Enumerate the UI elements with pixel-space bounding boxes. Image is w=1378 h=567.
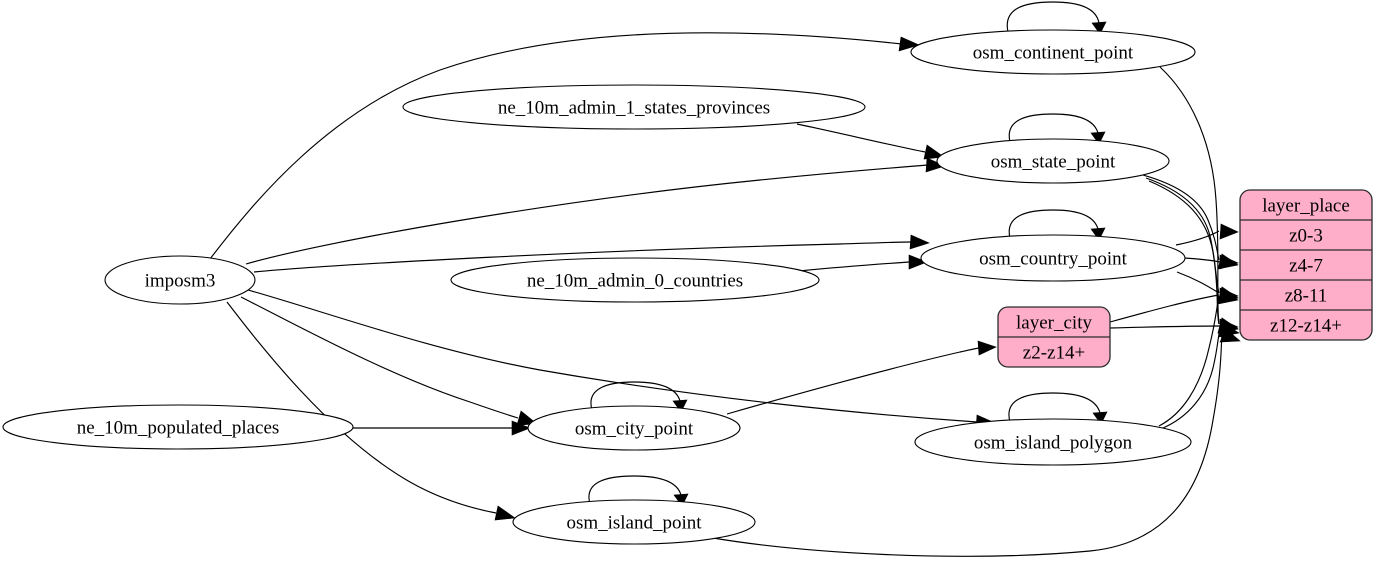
edge-ne_populated-to-osm_city_point	[353, 420, 531, 436]
node-osm_state_point[interactable]: osm_state_point	[936, 138, 1170, 184]
record-node-layer_place[interactable]: layer_place z0-3 z4-7 z8-11 z12-z14+	[1239, 189, 1373, 341]
node-ne_10m_admin_0_countries[interactable]: ne_10m_admin_0_countries	[450, 257, 820, 303]
node-osm_island_point[interactable]: osm_island_point	[512, 499, 756, 545]
node-ne_10m_admin_1_states_provinces[interactable]: ne_10m_admin_1_states_provinces	[402, 84, 866, 130]
record-node-layer_city[interactable]: layer_city z2-z14+	[997, 306, 1111, 368]
edge-imposm3-to-osm_continent_point	[209, 32, 920, 260]
edge-self-loop-osm_city_point	[590, 381, 688, 413]
edge-osm_island_point-to-layer_place-z12	[706, 328, 1241, 557]
node-osm_continent_point[interactable]: osm_continent_point	[910, 29, 1196, 75]
edge-ne_countries-to-osm_country_point	[798, 254, 928, 272]
edge-self-loop-osm_island_polygon	[1008, 392, 1108, 425]
node-ne_10m_populated_places[interactable]: ne_10m_populated_places	[2, 404, 354, 450]
edge-imposm3-to-osm_country_point	[253, 234, 930, 273]
edge-osm_country_point-to-layer_place-z4-7	[1183, 254, 1239, 270]
node-osm_island_polygon[interactable]: osm_island_polygon	[914, 418, 1192, 466]
edge-self-loop-osm_continent_point	[1006, 1, 1107, 35]
edge-ne_states-to-osm_state_point	[796, 123, 945, 160]
edge-imposm3-to-osm_city_point	[240, 296, 538, 426]
node-osm_city_point[interactable]: osm_city_point	[527, 405, 741, 451]
edge-imposm3-to-osm_state_point	[245, 157, 946, 265]
node-imposm3[interactable]: imposm3	[104, 255, 256, 305]
edge-self-loop-osm_state_point	[1008, 113, 1106, 145]
edge-self-loop-osm_country_point	[1008, 209, 1106, 241]
edge-osm_city_point-to-layer_city	[726, 340, 997, 415]
edge-osm_island_polygon-to-layer_place-z8-11	[1158, 289, 1239, 427]
edge-self-loop-osm_island_point	[588, 475, 689, 507]
node-osm_country_point[interactable]: osm_country_point	[920, 234, 1186, 282]
edge-osm_state_point-to-layer_place-z8-11	[1145, 177, 1239, 303]
edge-osm_country_point-to-layer_place-z0-3	[1175, 223, 1239, 246]
node-layer: imposm3 ne_10m_admin_1_states_provinces …	[2, 29, 1196, 545]
edge-imposm3-to-osm_island_point	[226, 301, 516, 521]
